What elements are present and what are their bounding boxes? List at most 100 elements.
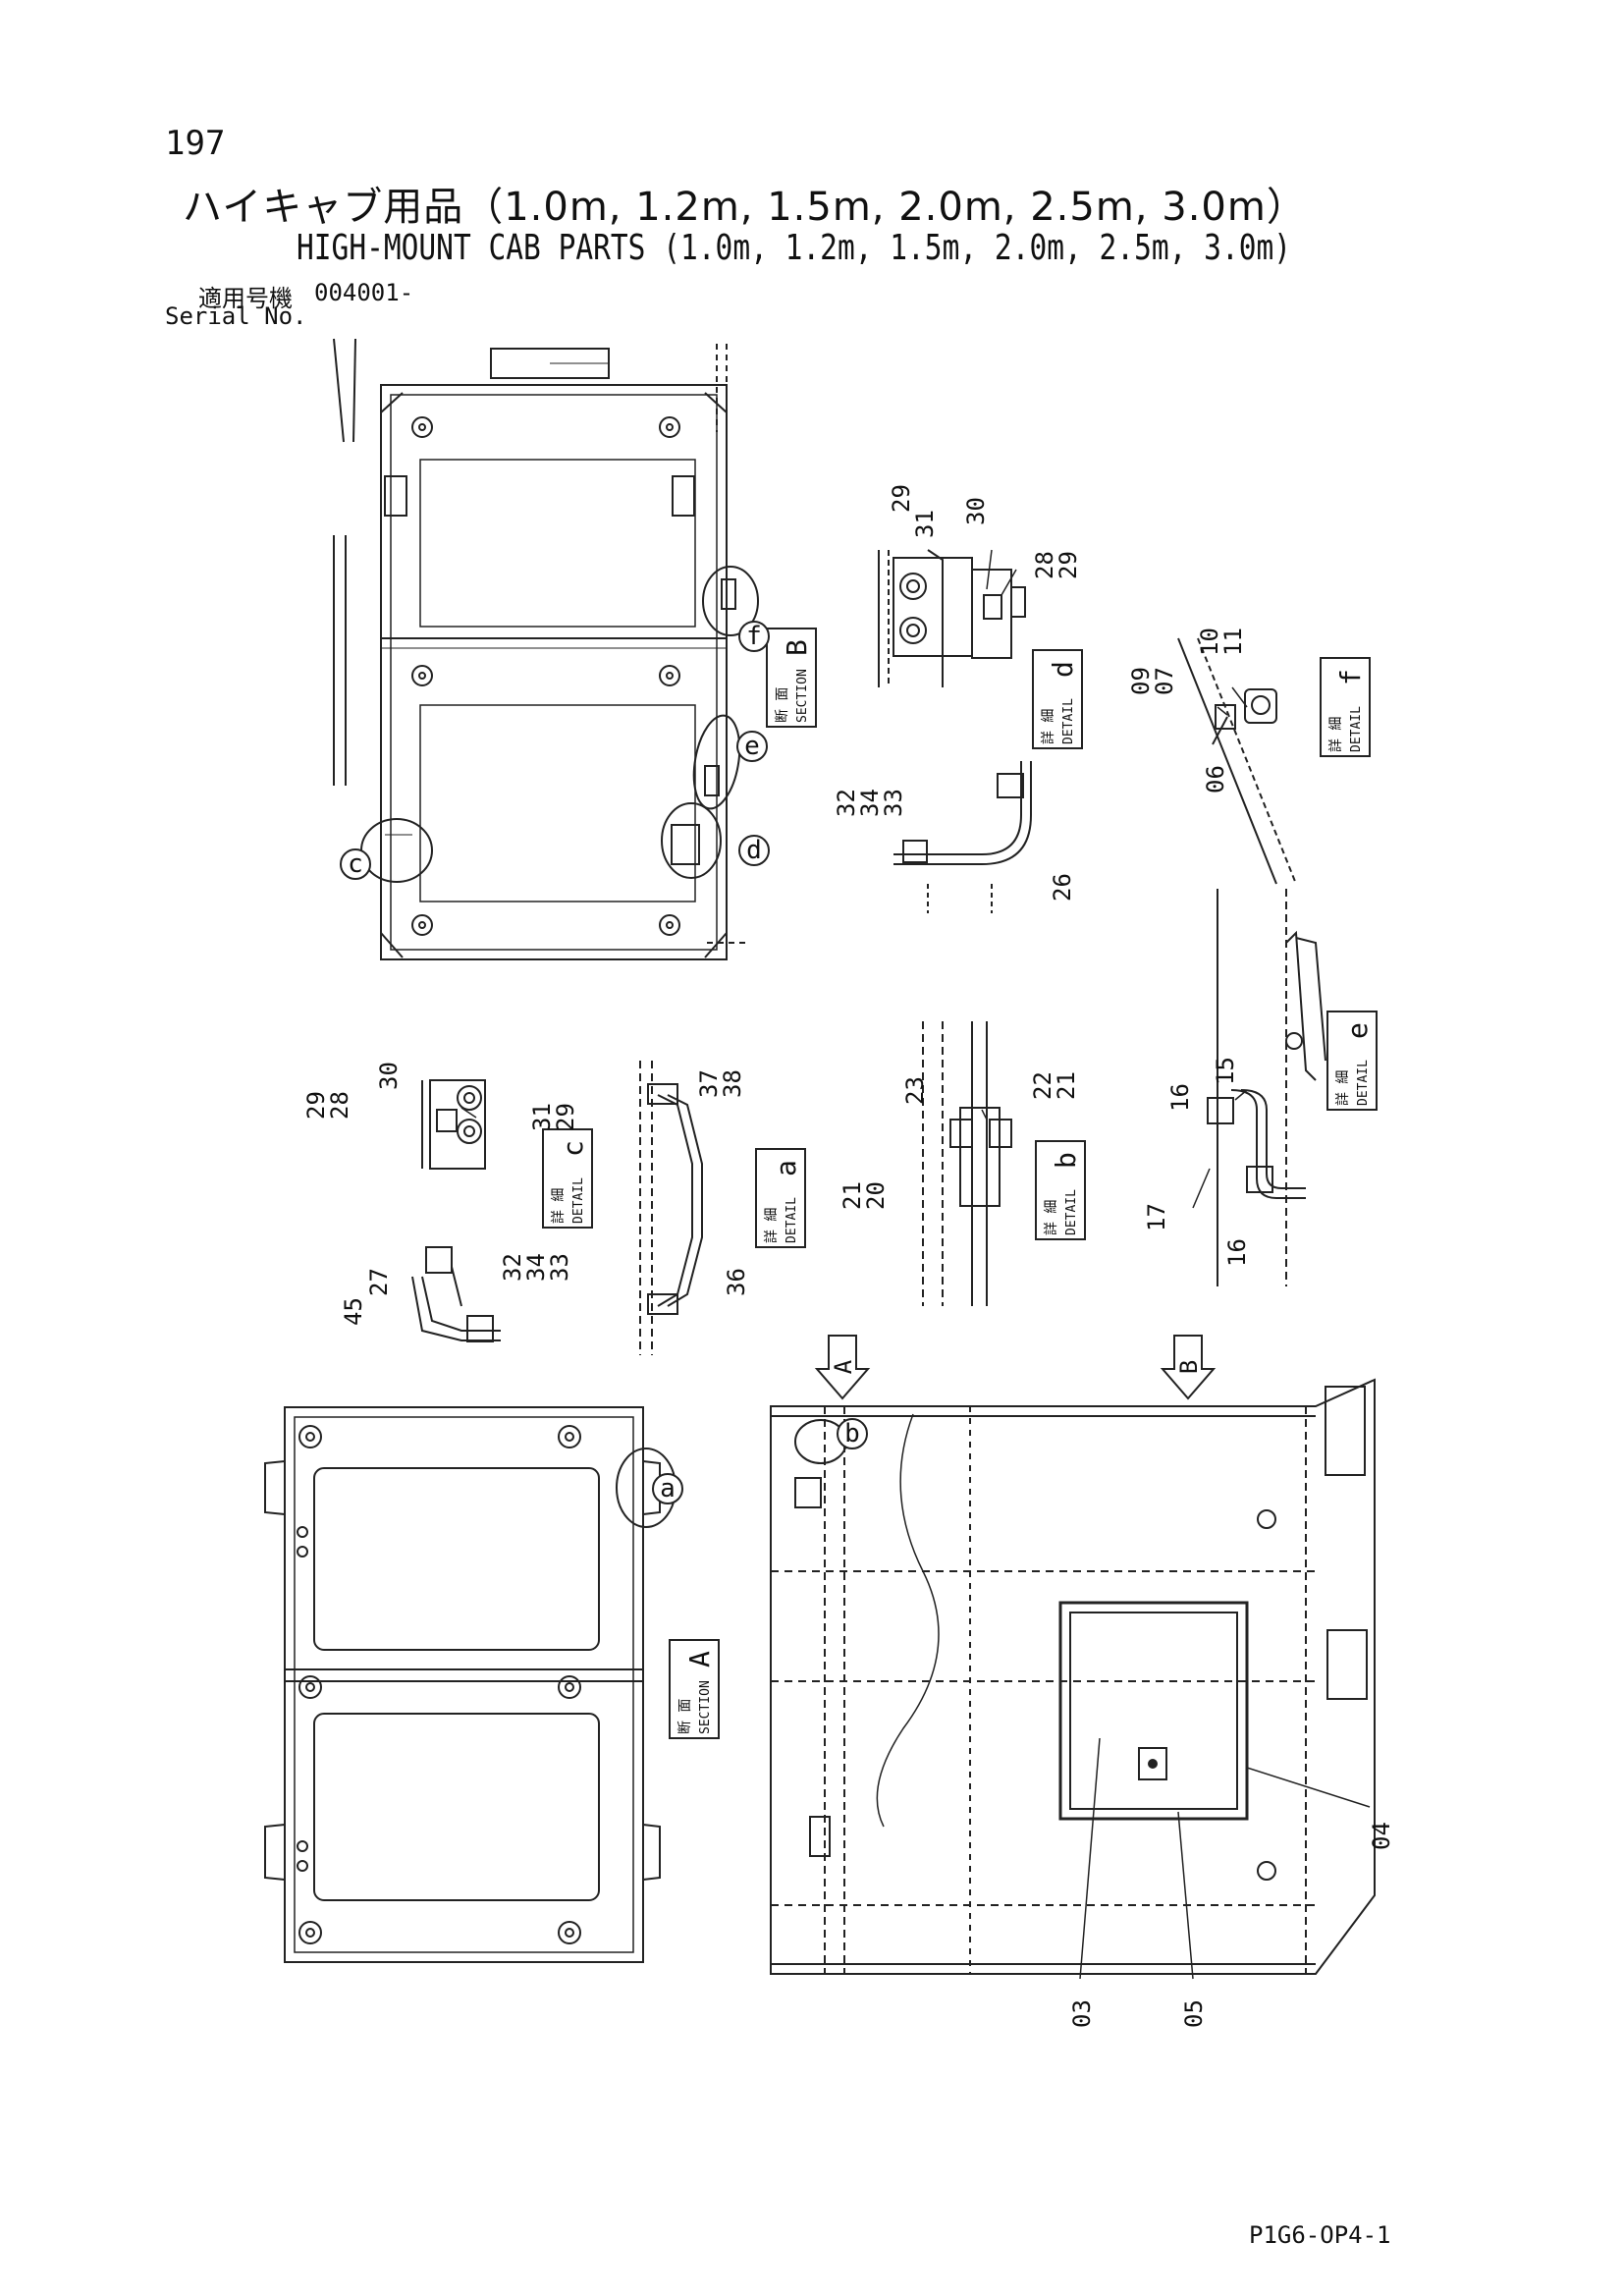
- callout-circles: f e d c a b: [340, 621, 868, 1504]
- detail-f-kanji: 詳 細: [1328, 717, 1344, 752]
- label-boxes: 断 面 SECTION B 詳 細 DETAIL d 詳 細 DETAIL f …: [542, 628, 1378, 1739]
- bracket-26-drawing: [893, 761, 1032, 913]
- part-number: 27: [365, 1268, 393, 1296]
- part-number: 21: [839, 1181, 866, 1210]
- svg-text:A: A: [830, 1359, 857, 1374]
- section-b-kanji: 断 面: [775, 687, 790, 723]
- top-frame-drawing: [333, 338, 746, 960]
- section-b-box: 断 面 SECTION B: [766, 628, 817, 728]
- section-a-drawing: [264, 1406, 676, 1963]
- part-number: 34: [856, 789, 884, 817]
- detail-d-word: DETAIL: [1061, 698, 1076, 744]
- detail-e-box: 詳 細 DETAIL e: [1326, 1011, 1378, 1111]
- section-a-box: 断 面 SECTION A: [669, 1639, 720, 1739]
- detail-a-letter: a: [770, 1160, 802, 1176]
- detail-c-kanji: 詳 細: [551, 1188, 567, 1224]
- callout-e: e: [736, 731, 768, 762]
- part-number: 03: [1068, 1999, 1096, 2028]
- detail-b-letter: b: [1050, 1152, 1082, 1169]
- callout-d: d: [738, 835, 770, 866]
- part-number: 28: [1031, 551, 1058, 579]
- section-b-drawing: [770, 1378, 1376, 1975]
- part-number: 29: [302, 1091, 330, 1120]
- part-number: 45: [340, 1297, 367, 1326]
- part-number: 11: [1219, 628, 1247, 656]
- part-number: 07: [1151, 667, 1178, 695]
- part-number: 29: [1055, 551, 1082, 579]
- section-a-word: SECTION: [698, 1680, 713, 1734]
- view-arrow-b: B: [1160, 1335, 1217, 1400]
- part-number: 32: [499, 1253, 526, 1282]
- part-number: 34: [522, 1253, 550, 1282]
- part-number: 09: [1127, 667, 1155, 695]
- part-number: 10: [1196, 628, 1223, 656]
- part-number: 32: [833, 789, 860, 817]
- svg-text:d: d: [746, 836, 762, 865]
- part-number: 29: [552, 1103, 579, 1131]
- svg-text:e: e: [744, 732, 760, 761]
- detail-b-kanji: 詳 細: [1044, 1200, 1059, 1235]
- part-number: 30: [962, 497, 990, 525]
- detail-d-letter: d: [1047, 661, 1079, 678]
- part-number: 31: [911, 510, 939, 538]
- leader-lines: [460, 549, 1371, 1980]
- part-number: 29: [888, 484, 915, 513]
- detail-b-drawing: [922, 1021, 1012, 1306]
- callout-c: c: [340, 848, 371, 880]
- section-a-letter: A: [683, 1651, 716, 1667]
- part-number: 26: [1049, 873, 1076, 902]
- callout-a: a: [652, 1473, 683, 1504]
- part-number: 05: [1180, 1999, 1208, 2028]
- svg-text:b: b: [844, 1419, 860, 1449]
- page-title-japanese: ハイキャブ用品（1.0m, 1.2m, 1.5m, 2.0m, 2.5m, 3.…: [183, 185, 1307, 230]
- part-number: 28: [326, 1091, 353, 1120]
- svg-text:f: f: [746, 622, 762, 651]
- detail-a-drawing: [639, 1061, 703, 1355]
- part-number: 22: [1029, 1071, 1056, 1100]
- part-number: 04: [1368, 1822, 1395, 1850]
- detail-a-word: DETAIL: [784, 1197, 799, 1243]
- detail-c-box: 詳 細 DETAIL c: [542, 1128, 593, 1229]
- detail-e-kanji: 詳 細: [1335, 1070, 1351, 1106]
- svg-text:c: c: [348, 849, 363, 879]
- part-number: 33: [546, 1253, 573, 1282]
- detail-a-kanji: 詳 細: [764, 1208, 780, 1243]
- detail-f-letter: f: [1334, 669, 1367, 685]
- part-numbers: 29 31 30 28 29 09 07 10 11 06 32 34 33 2…: [302, 484, 1395, 2028]
- detail-e-word: DETAIL: [1356, 1060, 1371, 1106]
- detail-b-word: DETAIL: [1064, 1189, 1079, 1235]
- part-number: 15: [1212, 1057, 1239, 1085]
- part-number: 17: [1143, 1203, 1170, 1231]
- page-number: 197: [165, 124, 226, 163]
- part-number: 31: [528, 1103, 556, 1131]
- detail-f-box: 詳 細 DETAIL f: [1320, 657, 1371, 757]
- detail-d-drawing: [878, 549, 1026, 687]
- part-number: 21: [1053, 1071, 1080, 1100]
- view-arrows: A B: [814, 1335, 1217, 1400]
- part-number: 38: [719, 1069, 746, 1098]
- part-number: 37: [695, 1069, 723, 1098]
- detail-e-drawing: [1207, 889, 1326, 1286]
- detail-f-word: DETAIL: [1349, 706, 1364, 752]
- detail-c-letter: c: [557, 1140, 589, 1157]
- section-b-letter: B: [781, 639, 813, 656]
- part-number: 20: [862, 1181, 890, 1210]
- section-a-kanji: 断 面: [677, 1699, 693, 1734]
- detail-f-drawing: [1177, 637, 1297, 885]
- part-number: 33: [880, 789, 907, 817]
- part-number: 23: [901, 1076, 929, 1105]
- page-title-english: HIGH-MOUNT CAB PARTS (1.0m, 1.2m, 1.5m, …: [297, 228, 1292, 268]
- part-number: 36: [723, 1268, 750, 1296]
- serial-label-japanese: 適用号機: [198, 285, 293, 312]
- part-number: 16: [1166, 1083, 1194, 1112]
- section-b-word: SECTION: [795, 669, 810, 723]
- detail-d-box: 詳 細 DETAIL d: [1032, 649, 1083, 749]
- detail-c-drawing: [421, 1079, 486, 1170]
- detail-e-letter: e: [1341, 1022, 1374, 1039]
- part-number: 06: [1202, 765, 1229, 793]
- svg-text:a: a: [660, 1474, 676, 1503]
- callout-b: b: [837, 1418, 868, 1449]
- callout-f: f: [738, 621, 770, 652]
- detail-d-kanji: 詳 細: [1041, 709, 1056, 744]
